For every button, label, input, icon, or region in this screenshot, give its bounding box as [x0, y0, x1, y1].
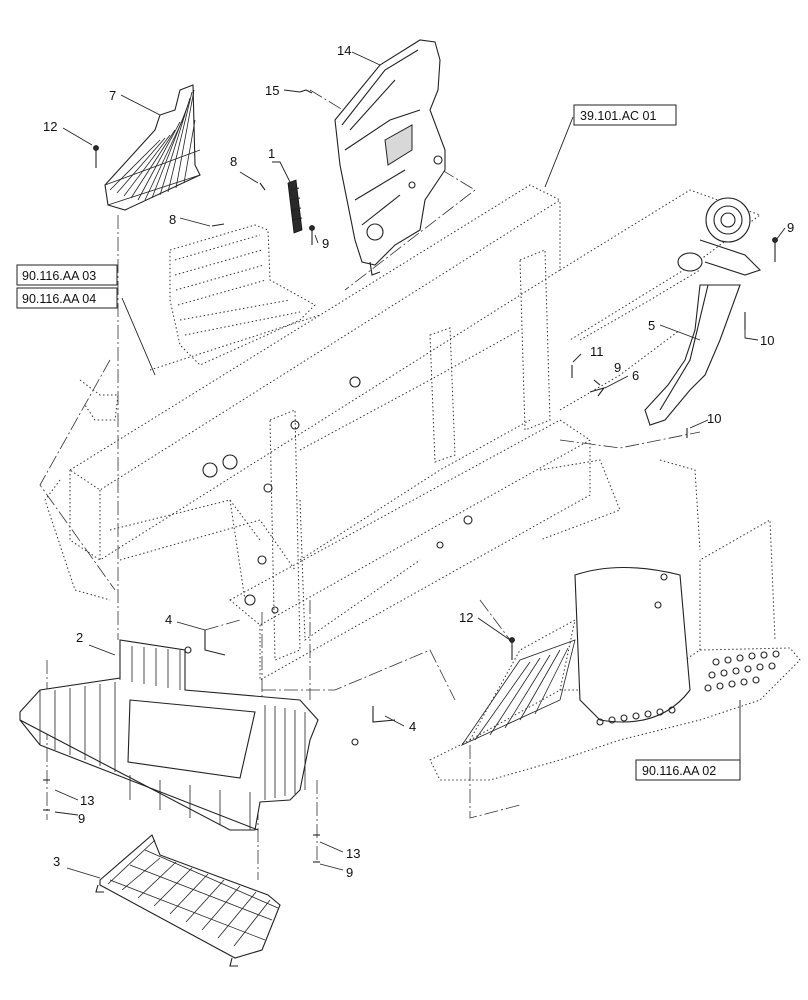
callout-6: 6 [632, 368, 639, 383]
ref-90-116-aa-03-label: 90.116.AA 03 [22, 269, 96, 283]
callout-13: 13 [346, 846, 360, 861]
part-5-pipe [644, 284, 741, 426]
callout-7: 7 [109, 88, 116, 103]
ref-box-90-116-aa-04[interactable] [16, 287, 118, 309]
part-1-bracket [287, 179, 303, 234]
part-14-cover [334, 39, 446, 276]
callout-12: 12 [459, 610, 473, 625]
ref-box-90-116-aa-03[interactable] [16, 264, 118, 286]
callout-4: 4 [409, 719, 416, 734]
callout-9: 9 [346, 865, 353, 880]
fasteners [43, 89, 778, 863]
callout-10: 10 [760, 333, 774, 348]
step-platform-assembly [429, 459, 801, 781]
callout-9: 9 [322, 236, 329, 251]
callout-8: 8 [169, 212, 176, 227]
main-frame [44, 184, 762, 681]
callout-numbers: 1 2 3 4 4 5 6 7 8 8 9 9 9 9 9 10 10 11 1… [43, 43, 794, 880]
ref-box-90-116-aa-02[interactable] [635, 759, 741, 781]
tread-holes [596, 650, 780, 726]
reference-boxes: 39.101.AC 01 90.116.AA 03 90.116.AA 04 9… [16, 104, 741, 781]
part-2-basket [19, 639, 319, 831]
callout-13: 13 [80, 793, 94, 808]
perforated-side-panel [79, 224, 321, 421]
callout-2: 2 [76, 630, 83, 645]
part-7-mesh-guard [104, 84, 201, 211]
ref-box-39-101-ac-01[interactable] [573, 104, 677, 126]
callout-8: 8 [230, 154, 237, 169]
callout-leaders [54, 51, 786, 879]
ref-90-116-aa-04-label: 90.116.AA 04 [22, 292, 96, 306]
callout-9: 9 [78, 811, 85, 826]
callout-10: 10 [707, 411, 721, 426]
ref-39-101-ac-01-label: 39.101.AC 01 [580, 109, 656, 123]
part-3-tray [95, 834, 281, 967]
callout-1: 1 [268, 146, 275, 161]
callout-14: 14 [337, 43, 351, 58]
callout-5: 5 [648, 318, 655, 333]
callout-9: 9 [787, 220, 794, 235]
callout-9: 9 [614, 360, 621, 375]
callout-15: 15 [265, 83, 279, 98]
callout-12: 12 [43, 119, 57, 134]
callout-3: 3 [53, 854, 60, 869]
ref-90-116-aa-02-label: 90.116.AA 02 [642, 764, 716, 778]
callout-11: 11 [590, 344, 604, 359]
callout-4: 4 [165, 612, 172, 627]
